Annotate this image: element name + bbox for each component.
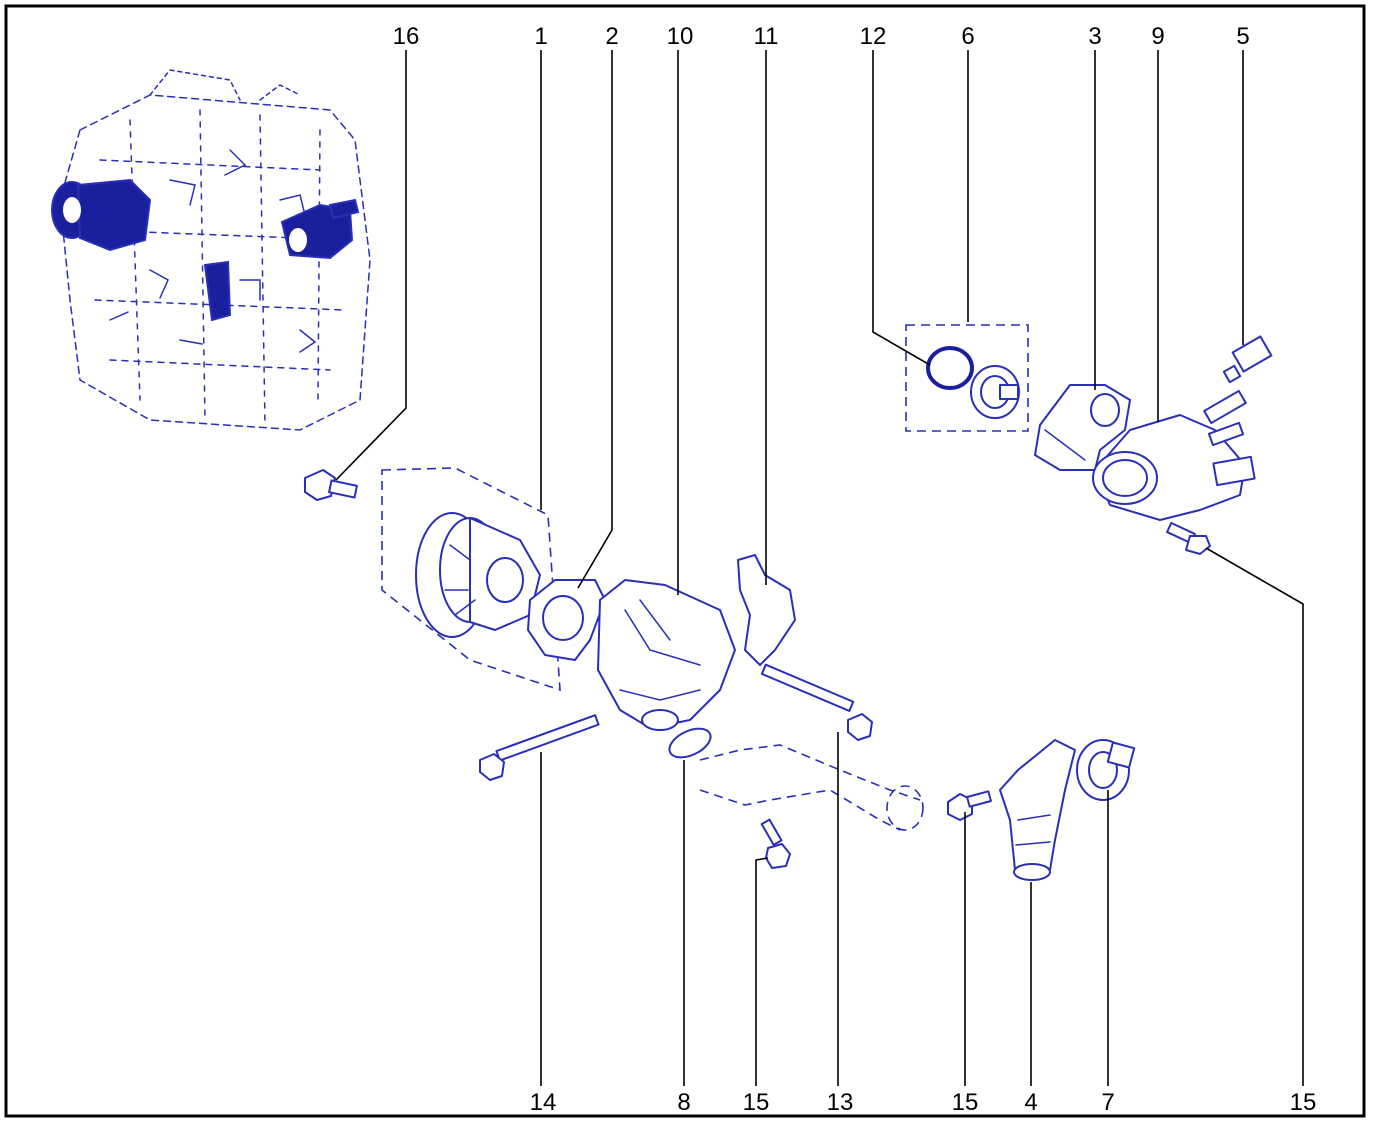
coolant-outlet-elbow — [999, 739, 1076, 881]
callout-4: 4 — [1024, 1089, 1037, 1116]
pump-bolt-16 — [304, 469, 358, 501]
water-pump-housing — [597, 579, 736, 731]
temperature-sensor — [1222, 335, 1273, 384]
long-bolt-14 — [479, 714, 600, 781]
outlet-seal-8 — [668, 727, 712, 759]
callout-11: 11 — [754, 23, 779, 50]
housing-bolt-right — [1166, 521, 1211, 555]
coolant-pipe-end — [886, 785, 924, 831]
callout-14: 14 — [530, 1089, 557, 1116]
thermostat-housing — [1092, 389, 1256, 521]
water-pump-impeller-body — [415, 512, 541, 638]
callout-9: 9 — [1151, 23, 1164, 50]
callout-16-top: 16 — [393, 23, 420, 50]
coolant-pipe-outline — [699, 744, 921, 831]
callout-10: 10 — [667, 23, 694, 50]
o-ring-seal — [926, 346, 974, 390]
callout-3: 3 — [1088, 23, 1101, 50]
pipe-bolt-middle — [760, 818, 791, 869]
engine-thermostat-housing-highlight — [280, 198, 360, 260]
engine-outlet-pipe-highlight — [203, 260, 232, 322]
thermostat-kit-group-box — [905, 324, 1029, 432]
callout-15-a: 15 — [743, 1089, 770, 1116]
callout-leaders — [335, 50, 1304, 1086]
callout-labels: 16 1 2 10 11 12 6 3 9 5 14 8 15 13 15 4 … — [393, 23, 1317, 1116]
outlet-bolt-lower — [947, 790, 992, 821]
engine-water-pump-highlight — [51, 178, 152, 252]
water-pump-group-box — [381, 467, 561, 692]
engine-overview-illustration — [51, 69, 371, 431]
outlet-gasket-11 — [737, 554, 796, 666]
callout-6: 6 — [961, 23, 974, 50]
callout-15-c: 15 — [1290, 1089, 1317, 1116]
long-stud-13 — [760, 663, 873, 741]
callout-15-b: 15 — [952, 1089, 979, 1116]
thermostat-element — [970, 365, 1020, 419]
callout-8: 8 — [677, 1089, 690, 1116]
callout-12: 12 — [860, 23, 887, 50]
diagram-frame — [4, 4, 1366, 1118]
callout-2: 2 — [605, 23, 618, 50]
callout-5: 5 — [1236, 23, 1249, 50]
callout-1: 1 — [534, 23, 547, 50]
thermostat-7 — [1076, 739, 1136, 801]
callout-13: 13 — [827, 1089, 854, 1116]
callout-7: 7 — [1101, 1089, 1114, 1116]
